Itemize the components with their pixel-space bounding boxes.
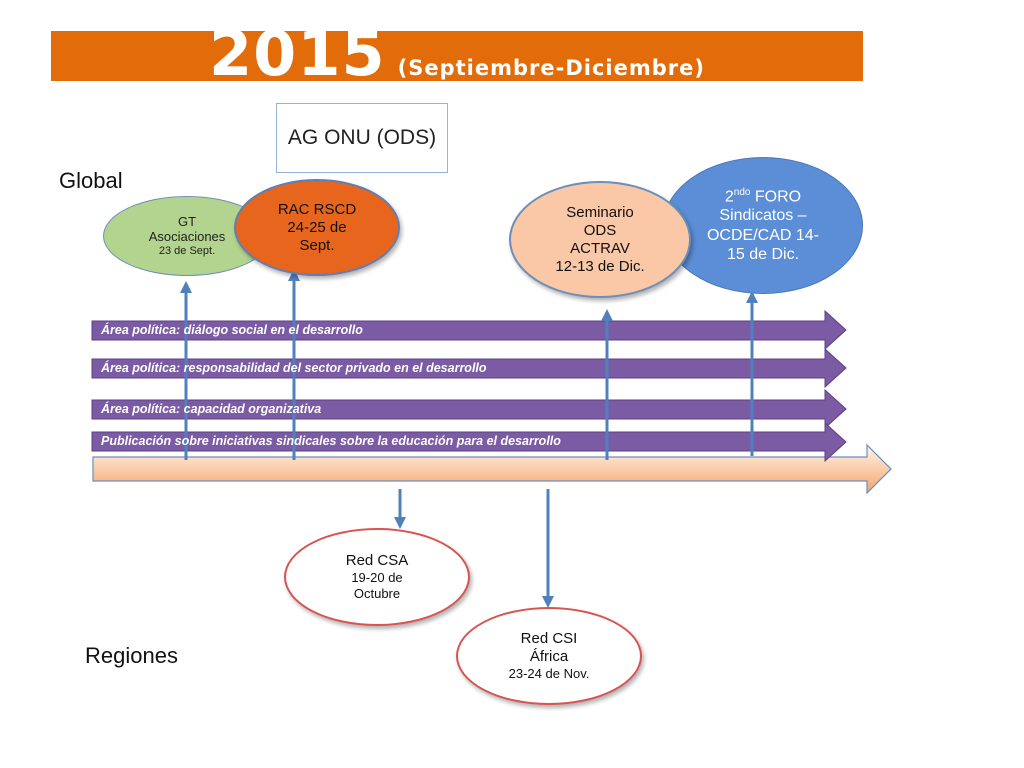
band-label-4: Publicación sobre iniciativas sindicales…: [101, 434, 561, 448]
csi-line2: África: [529, 648, 569, 666]
gt-date: 23 de Sept.: [158, 245, 216, 257]
band-arrow-1: [91, 309, 847, 351]
csa-line2: 19-20 de: [351, 570, 403, 586]
band-arrow-4: [91, 421, 847, 463]
event-rac-rscd: RAC RSCD 24-25 de Sept.: [234, 179, 400, 276]
event-red-csa: Red CSA 19-20 de Octubre: [284, 528, 470, 626]
foro-line4: 15 de Dic.: [726, 245, 800, 263]
event-foro-ocde: 2ndo FORO Sindicatos – OCDE/CAD 14- 15 d…: [663, 157, 863, 294]
banner-subtitle: (Septiembre-Diciembre): [397, 56, 705, 80]
timeline-arrow: [92, 443, 892, 495]
ag-onu-box: AG ONU (ODS): [276, 103, 448, 173]
title-banner: 2015 (Septiembre-Diciembre): [51, 31, 863, 81]
gt-line1: GT: [177, 213, 197, 229]
sem-line4: 12-13 de Dic.: [555, 257, 645, 275]
event-red-csi: Red CSI África 23-24 de Nov.: [456, 607, 642, 705]
rac-line1: RAC RSCD: [277, 200, 357, 218]
band-label-3: Área política: capacidad organizativa: [101, 402, 322, 416]
csa-line1: Red CSA: [345, 552, 409, 570]
foro-line1: 2ndo FORO: [724, 186, 802, 206]
band-label-2: Área política: responsabilidad del secto…: [101, 361, 487, 375]
sem-line3: ACTRAV: [570, 239, 630, 257]
foro-line3: OCDE/CAD 14-: [706, 226, 820, 244]
banner-year: 2015: [209, 31, 386, 81]
band-label-1: Área política: diálogo social en el desa…: [101, 323, 363, 337]
regiones-label: Regiones: [85, 643, 178, 668]
rac-line3: Sept.: [299, 236, 335, 254]
global-label: Global: [59, 168, 123, 193]
band-arrow-3: [91, 388, 847, 430]
csa-line3: Octubre: [353, 586, 401, 601]
gt-line2: Asociaciones: [148, 229, 226, 245]
sem-line2: ODS: [583, 221, 617, 239]
csi-line1: Red CSI: [520, 630, 578, 648]
foro-line2: Sindicatos –: [719, 207, 807, 225]
rac-line2: 24-25 de: [287, 218, 347, 236]
csi-line3: 23-24 de Nov.: [508, 666, 590, 682]
event-seminario-ods: Seminario ODS ACTRAV 12-13 de Dic.: [509, 181, 691, 298]
ag-onu-label: AG ONU (ODS): [287, 126, 437, 149]
band-arrow-2: [91, 347, 847, 389]
sem-line1: Seminario: [566, 203, 634, 221]
